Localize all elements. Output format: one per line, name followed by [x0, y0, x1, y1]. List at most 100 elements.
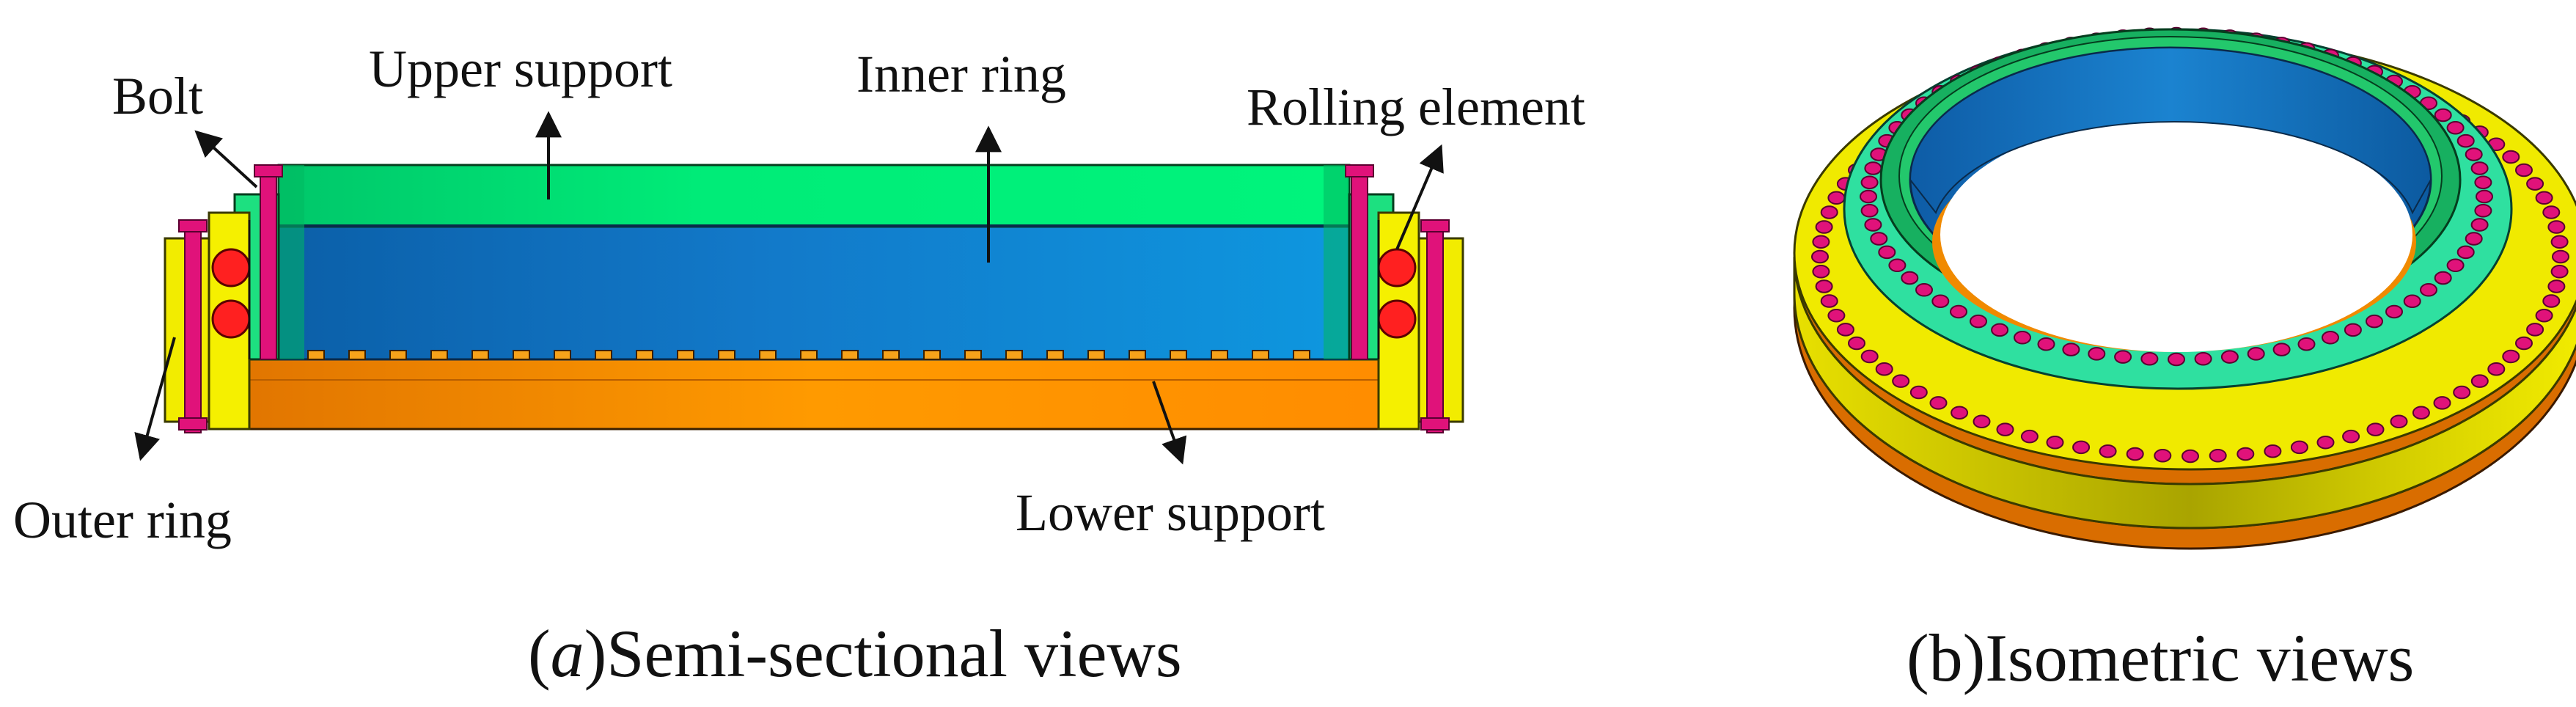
label-lower-support: Lower support — [1016, 483, 1325, 542]
bolt-head — [2236, 447, 2255, 461]
bolt-head — [1870, 232, 1888, 246]
bolt-head — [2037, 337, 2055, 351]
bolt-head — [2344, 323, 2362, 337]
bolt-head — [1860, 349, 1879, 364]
bolt-head — [2194, 351, 2212, 366]
bolt-head — [2014, 331, 2031, 345]
bolt-head — [1827, 191, 1846, 205]
bolt-head — [1909, 385, 1928, 400]
label-upper-support: Upper support — [369, 40, 672, 98]
rolling-element-right-bottom — [1377, 299, 1417, 339]
bolt-head — [2403, 294, 2421, 308]
bolt-head — [2272, 342, 2291, 356]
bolt-head — [1931, 294, 1950, 308]
bolt-head — [2088, 347, 2106, 361]
bolt-head — [1888, 258, 1907, 273]
bolt-head — [2390, 414, 2408, 428]
bolt-head — [1864, 218, 1882, 232]
bolt-head — [2542, 294, 2561, 308]
bolt-head — [2264, 444, 2282, 458]
notch — [923, 350, 941, 360]
bolt-head — [2168, 352, 2185, 367]
inner-ring-notches — [307, 350, 1310, 360]
bolt-head — [1848, 336, 1865, 351]
bolt-head — [2412, 406, 2430, 420]
bolt-head — [1991, 323, 2009, 337]
notch — [636, 350, 653, 360]
notch — [513, 350, 530, 360]
bolt-head — [2446, 258, 2465, 273]
bolt-head — [2535, 191, 2553, 205]
bolt-head — [2547, 279, 2566, 293]
bolt-head — [1812, 265, 1830, 279]
notch — [595, 350, 612, 360]
lower-support — [219, 358, 1409, 431]
bolt-head — [2465, 147, 2483, 161]
bolt-head — [2434, 271, 2452, 285]
notch — [677, 350, 694, 360]
label-bolt: Bolt — [112, 67, 203, 125]
notch — [1252, 350, 1269, 360]
bolt-head — [2515, 163, 2533, 177]
bolt-left-outer — [184, 219, 202, 433]
notch — [348, 350, 366, 360]
bolt-head — [2366, 422, 2385, 436]
bolt-head — [2487, 362, 2506, 376]
bolt-head — [2550, 265, 2569, 279]
arrow-rolling-element — [1395, 144, 1444, 250]
notch — [307, 350, 325, 360]
label-rolling-element: Rolling element — [1247, 78, 1585, 136]
notch — [1005, 350, 1023, 360]
bolt-head — [2552, 249, 2569, 264]
bolt-head — [2046, 435, 2064, 450]
arrow-lower-support — [1152, 381, 1187, 465]
arrow-bolt — [194, 130, 258, 188]
bolt-head — [2434, 108, 2452, 122]
bolt-head — [2456, 133, 2475, 148]
bolt-head — [2062, 342, 2080, 356]
bolt-head — [2322, 331, 2339, 345]
notch — [1087, 350, 1105, 360]
bolt-head — [2181, 449, 2199, 464]
bolt-right-inner — [1351, 164, 1368, 360]
bolt-head — [2366, 314, 2383, 329]
bolt-head — [1860, 189, 1877, 204]
notch — [471, 350, 489, 360]
bolt-head — [1820, 294, 1838, 308]
label-outer-ring: Outer ring — [13, 491, 232, 549]
notch — [1293, 350, 1310, 360]
bolt-head — [1915, 283, 1933, 297]
right-bearing-section — [1345, 164, 1464, 433]
notch — [759, 350, 777, 360]
bolt-head — [2290, 440, 2308, 455]
bolt-head — [2154, 448, 2172, 463]
bolt-head — [1860, 175, 1879, 189]
rolling-element-left-bottom — [211, 299, 251, 339]
bolt-head — [1929, 396, 1948, 410]
bolt-head — [1996, 422, 2014, 436]
bolt-head — [2420, 283, 2437, 297]
bolt-head — [2476, 189, 2493, 204]
bolt-head — [1875, 362, 1893, 376]
bolt-head — [2446, 120, 2465, 135]
bolt-head — [2220, 350, 2239, 364]
bolt-head — [2465, 232, 2483, 246]
bolt-head — [2140, 351, 2159, 366]
bolt-head — [1811, 249, 1829, 264]
isometric-view: (b)Isometric views — [1793, 26, 2576, 695]
rolling-element-left-top — [211, 248, 251, 287]
bolt-head — [2470, 218, 2489, 232]
label-inner-ring: Inner ring — [856, 45, 1066, 103]
bolt-head — [2542, 205, 2561, 219]
bolt-right-outer — [1426, 219, 1444, 433]
notch — [718, 350, 735, 360]
bolt-left-inner — [260, 164, 277, 360]
bolt-head — [2502, 349, 2520, 364]
bolt-head — [2099, 444, 2117, 458]
bolt-head — [1815, 279, 1833, 293]
notch — [554, 350, 571, 360]
bolt-head — [2385, 304, 2403, 319]
bolt-head — [2515, 336, 2533, 351]
bolt-head — [1815, 220, 1833, 234]
